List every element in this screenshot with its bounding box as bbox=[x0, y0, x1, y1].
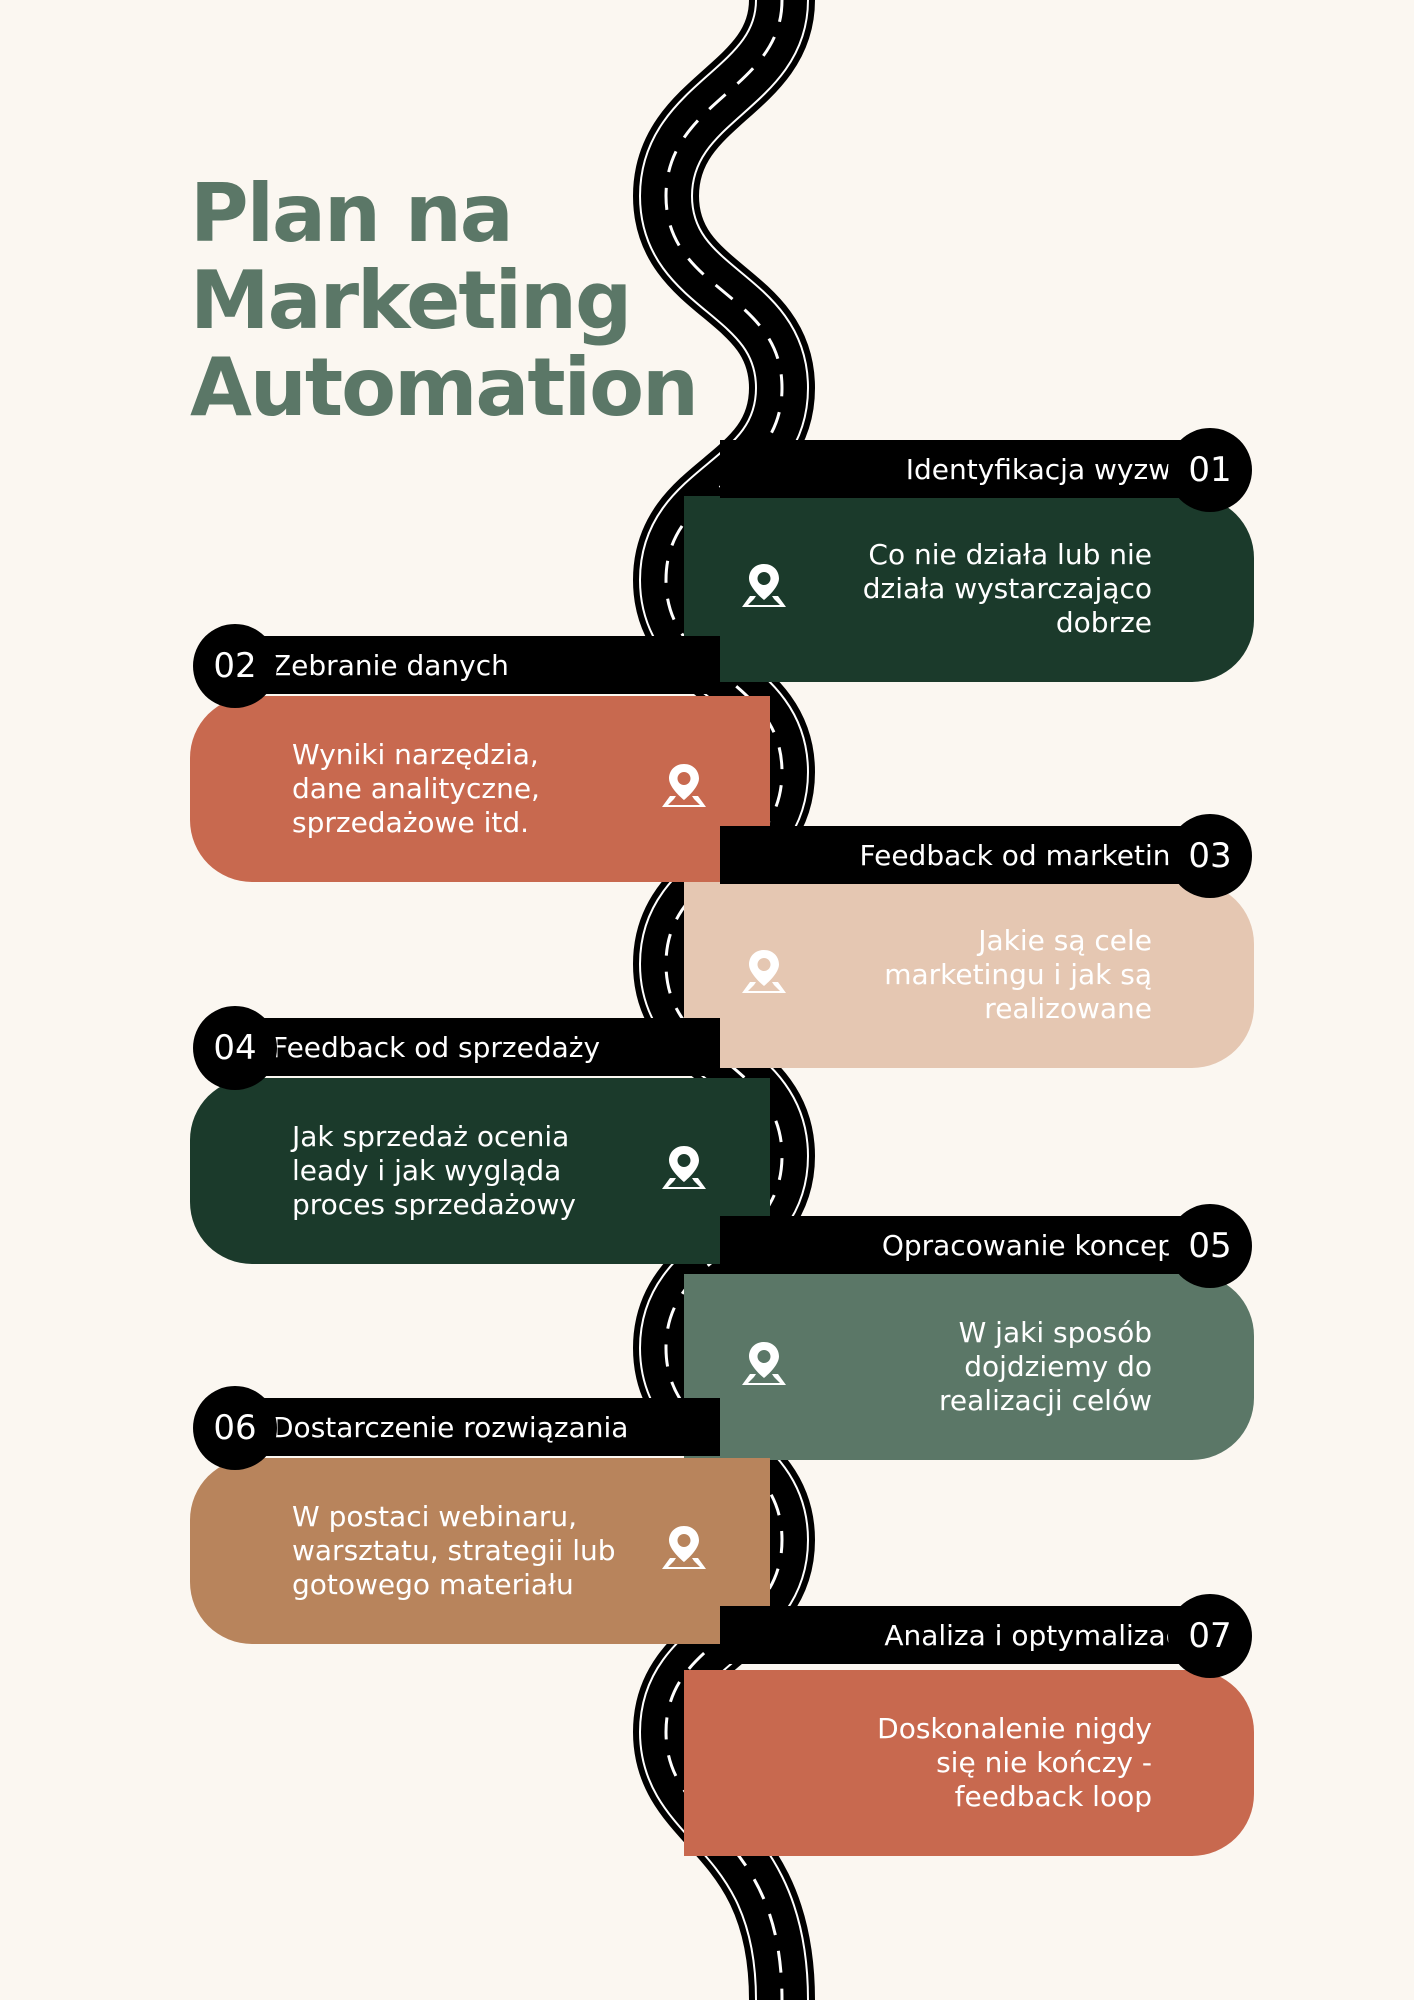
step-number-02: 02 bbox=[193, 624, 277, 708]
step-card-02: Wyniki narzędzia, dane analityczne, sprz… bbox=[190, 696, 770, 882]
step-number-03: 03 bbox=[1168, 814, 1252, 898]
step-card-04: Jak sprzedaż ocenia leady i jak wygląda … bbox=[190, 1078, 770, 1264]
title-line-2: Marketing bbox=[190, 254, 632, 347]
step-description: Jakie są cele marketingu i jak są realiz… bbox=[884, 924, 1152, 1025]
step-number-06: 06 bbox=[193, 1386, 277, 1470]
step-title: Feedback od marketingu bbox=[859, 838, 1206, 872]
step-title: Opracowanie koncepcji bbox=[881, 1228, 1206, 1262]
step-title: Dostarczenie rozwiązania bbox=[272, 1410, 629, 1444]
step-number-04: 04 bbox=[193, 1006, 277, 1090]
page-title: Plan na Marketing Automation bbox=[190, 167, 699, 434]
step-description: Wyniki narzędzia, dane analityczne, sprz… bbox=[292, 738, 540, 839]
step-number-01: 01 bbox=[1168, 428, 1252, 512]
title-line-3: Automation bbox=[190, 341, 699, 434]
step-description: Jak sprzedaż ocenia leady i jak wygląda … bbox=[292, 1120, 576, 1221]
step-card-06: W postaci webinaru, warsztatu, strategii… bbox=[190, 1458, 770, 1644]
step-number-05: 05 bbox=[1168, 1204, 1252, 1288]
step-description: Co nie działa lub nie działa wystarczają… bbox=[862, 538, 1152, 639]
step-card-03: Jakie są cele marketingu i jak są realiz… bbox=[684, 882, 1254, 1068]
step-title-bar-07: Analiza i optymalizacja bbox=[720, 1606, 1230, 1664]
step-card-01: Co nie działa lub nie działa wystarczają… bbox=[684, 496, 1254, 682]
step-title-bar-05: Opracowanie koncepcji bbox=[720, 1216, 1230, 1274]
map-pin-icon bbox=[662, 764, 706, 807]
step-title-bar-06: Dostarczenie rozwiązania bbox=[230, 1398, 720, 1456]
step-title-bar-03: Feedback od marketingu bbox=[720, 826, 1230, 884]
step-title: Zebranie danych bbox=[272, 648, 509, 682]
map-pin-icon bbox=[742, 950, 786, 993]
step-title: Identyfikacja wyzwań bbox=[905, 452, 1206, 486]
step-title: Feedback od sprzedaży bbox=[272, 1030, 601, 1064]
step-description: Doskonalenie nigdy się nie kończy - feed… bbox=[877, 1712, 1152, 1813]
title-line-1: Plan na bbox=[190, 167, 514, 260]
map-pin-icon bbox=[662, 1146, 706, 1189]
step-card-07: Doskonalenie nigdy się nie kończy - feed… bbox=[684, 1670, 1254, 1856]
step-number-07: 07 bbox=[1168, 1594, 1252, 1678]
map-pin-icon bbox=[742, 564, 786, 607]
step-title: Analiza i optymalizacja bbox=[884, 1618, 1206, 1652]
map-pin-icon bbox=[742, 1342, 786, 1385]
road-center-dashes bbox=[664, 0, 784, 2000]
step-card-05: W jaki sposób dojdziemy do realizacji ce… bbox=[684, 1274, 1254, 1460]
step-description: W jaki sposób dojdziemy do realizacji ce… bbox=[939, 1316, 1152, 1417]
step-description: W postaci webinaru, warsztatu, strategii… bbox=[292, 1500, 616, 1601]
step-title-bar-02: Zebranie danych bbox=[230, 636, 720, 694]
step-title-bar-01: Identyfikacja wyzwań bbox=[720, 440, 1230, 498]
map-pin-icon bbox=[662, 1526, 706, 1569]
step-title-bar-04: Feedback od sprzedaży bbox=[230, 1018, 720, 1076]
